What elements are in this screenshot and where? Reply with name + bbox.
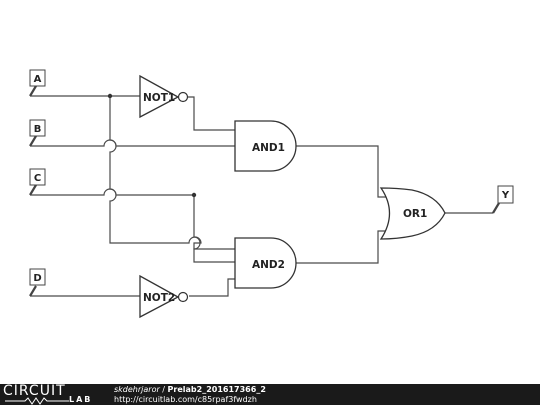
input-d-label: D [33,273,41,284]
gate-not2[interactable]: NOT2 [139,274,189,319]
wire-b [30,139,235,147]
gate-and1-label: AND1 [252,142,285,154]
footer-bar: CIRCUIT LAB skdehrjaror / Prelab2_201617… [0,383,540,405]
logo-text-lab: LAB [69,395,93,404]
circuit-title[interactable]: Prelab2_201617366_2 [167,385,266,394]
input-a-label: A [34,74,42,85]
credit-line-1: skdehrjaror / Prelab2_201617366_2 [114,385,266,395]
gate-not1[interactable]: NOT1 [139,74,189,119]
input-a[interactable]: A [29,69,46,97]
credit-block: skdehrjaror / Prelab2_201617366_2 http:/… [114,385,266,405]
input-d[interactable]: D [29,268,46,297]
gate-and2[interactable]: AND2 [234,237,297,289]
wire-c [30,188,194,196]
gate-not2-label: NOT2 [143,292,175,304]
wire-c-down [193,195,235,263]
wires [30,95,493,297]
credit-separator: / [159,385,168,394]
circuit-url[interactable]: http://circuitlab.com/c85rpaf3fwdzh [114,395,257,404]
output-y[interactable]: Y [492,185,514,214]
author-name[interactable]: skdehrjaror [114,385,160,394]
gate-or1-label: OR1 [403,208,427,220]
gate-and1[interactable]: AND1 [234,120,297,172]
junction-c [191,192,197,198]
input-c-label: C [34,173,41,184]
wire-a-branch [109,96,235,250]
gate-or1[interactable]: OR1 [379,187,446,240]
logo-text-circuit: CIRCUIT [3,383,66,399]
wire-and1-or1 [296,145,388,198]
resistor-icon [5,397,69,405]
wire-and2-or1 [296,230,388,264]
input-b-label: B [34,124,42,135]
output-y-label: Y [501,190,510,201]
circuitlab-logo[interactable]: CIRCUIT LAB [3,383,98,405]
input-c[interactable]: C [29,168,46,196]
wire-not1-and1 [188,96,235,131]
input-b[interactable]: B [29,119,46,147]
gate-not1-label: NOT1 [143,92,175,104]
wire-not2-and2 [189,278,235,297]
junction-a [107,93,113,99]
gate-and2-label: AND2 [252,259,285,271]
